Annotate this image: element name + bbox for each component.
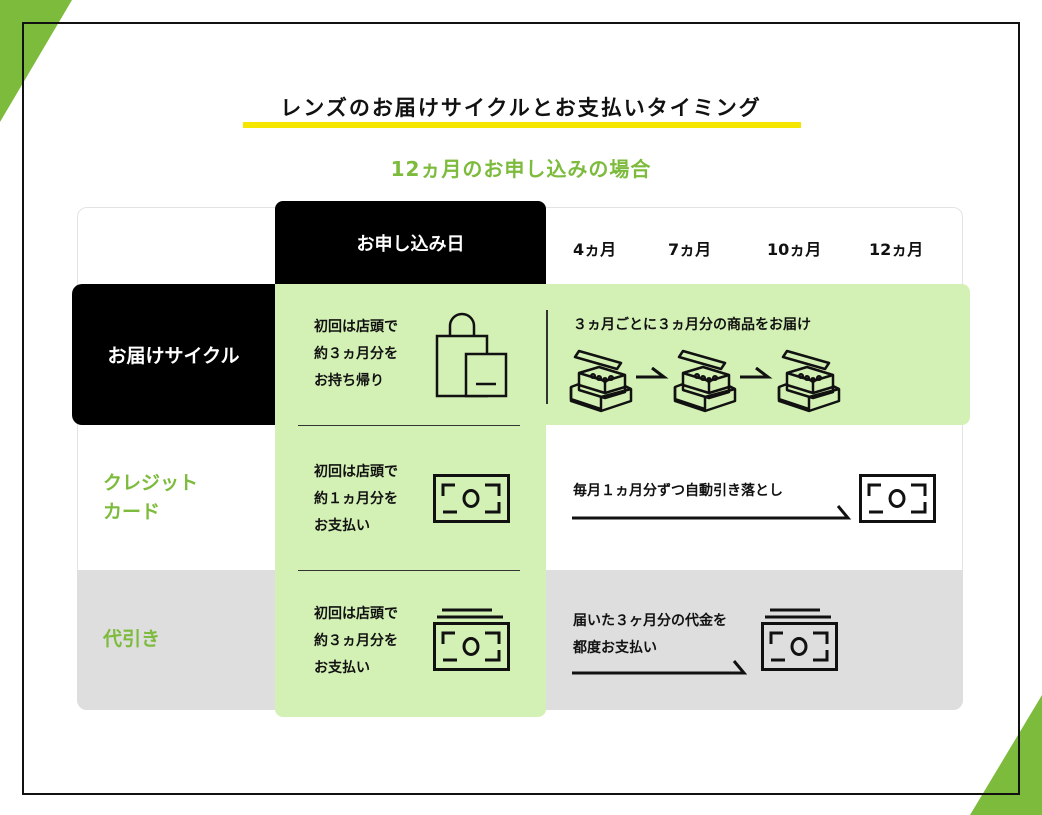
page-title: レンズのお届けサイクルとお支払いタイミング [280,96,762,120]
money-bill-icon [859,474,936,523]
text-line: 都度お支払い [573,640,657,656]
header-month: 4ヵ月 [573,240,617,259]
money-bill-icon [433,474,510,523]
arrow-icon [740,366,773,379]
cod-note: 届いた３ヶ月分の代金を都度お支払い [573,608,727,662]
text-line: 初回は店頭で [314,464,398,480]
header-start: お申し込み日 [275,201,546,284]
text-line: お支払い [314,518,370,534]
frame [22,22,1020,795]
money-stack-icon [761,608,838,671]
subtitle: 12ヵ月のお申し込みの場合 [390,157,652,181]
credit-note: 毎月１ヵ月分ずつ自動引き落とし [573,483,783,499]
arrow-icon [636,366,669,379]
initial-credit: 初回は店頭で約１ヵ月分をお支払い [314,459,398,540]
box-icon [569,349,633,413]
text-line: 初回は店頭で [314,606,398,622]
money-stack-icon [433,608,510,671]
row-label-credit: クレジットカード [103,469,198,527]
corner-decoration [0,0,72,122]
row-label-cod: 代引き [103,628,161,650]
text-line: お持ち帰り [314,373,384,389]
text-line: 届いた３ヶ月分の代金を [573,613,727,629]
header-month: 12ヵ月 [869,240,924,259]
label-line: クレジット [103,472,199,494]
title-underline [243,122,801,128]
header-month: 10ヵ月 [767,240,822,259]
divider [298,570,520,571]
text-line: 約３ヵ月分を [314,346,398,362]
text-line: お支払い [314,660,370,676]
box-icon [777,349,841,413]
shopping-bag-icon [435,312,508,398]
header-month: 7ヵ月 [668,240,712,259]
corner-decoration [970,695,1042,815]
long-arrow-icon [572,505,852,520]
text-line: 約３ヵ月分を [314,633,398,649]
row-label-delivery: お届けサイクル [72,284,275,425]
long-arrow-icon [572,660,748,675]
delivery-note: ３ヵ月ごとに３ヵ月分の商品をお届け [573,317,811,333]
divider [546,310,548,404]
label-line: カード [103,501,161,523]
divider [298,425,520,426]
initial-cod: 初回は店頭で約３ヵ月分をお支払い [314,601,398,682]
text-line: 初回は店頭で [314,319,398,335]
text-line: 約１ヵ月分を [314,491,398,507]
initial-delivery: 初回は店頭で約３ヵ月分をお持ち帰り [314,314,398,395]
box-icon [673,349,737,413]
